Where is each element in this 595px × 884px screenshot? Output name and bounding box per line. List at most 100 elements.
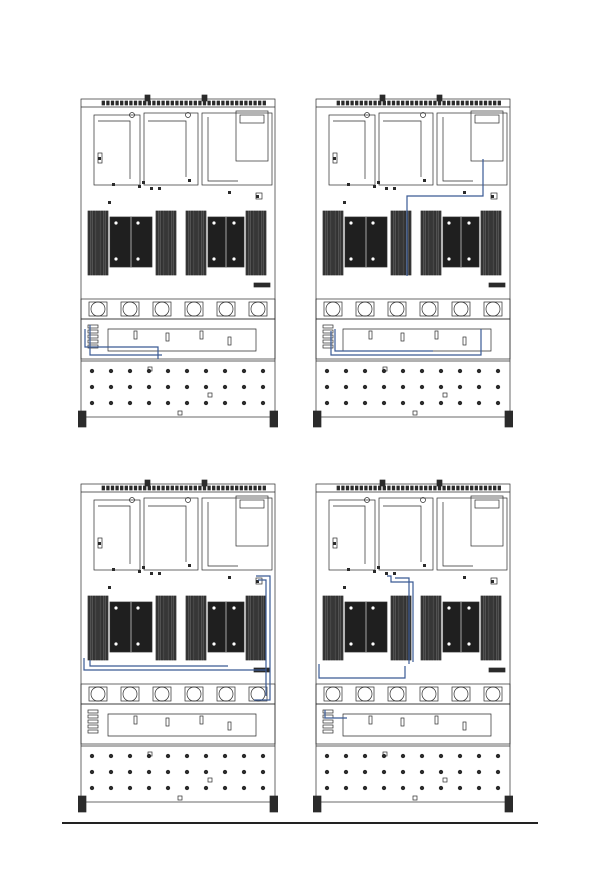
cpu-screw [136, 221, 139, 224]
backplane-post [435, 716, 438, 724]
board-chip [343, 586, 346, 589]
drive-latch [439, 369, 443, 373]
dimm-slot [429, 211, 431, 275]
dimm-bank-4 [481, 596, 501, 660]
fan-rotor [155, 302, 169, 316]
rear-latch [145, 480, 150, 486]
riser-bracket-right [208, 502, 238, 566]
drive-latch [325, 754, 329, 758]
dimm-bank-1 [323, 211, 343, 275]
dimm-slot [331, 211, 333, 275]
dimm-slot [98, 211, 100, 275]
dimm-slot [174, 211, 176, 275]
cable-line [90, 660, 228, 666]
dimm-slot [434, 596, 436, 660]
fan-rotor [187, 687, 201, 701]
drive-latch [344, 401, 348, 405]
dimm-slot [326, 211, 328, 275]
board-components [333, 157, 494, 204]
dimm-bank-2 [391, 211, 411, 275]
backplane-post [200, 331, 203, 339]
server-diagram-bottom-left [78, 478, 278, 814]
bay-marker [208, 778, 212, 782]
drive-latch [166, 369, 170, 373]
dimm-slot [339, 596, 341, 660]
dimm-slot [156, 211, 158, 275]
memory-cpu-area [323, 211, 505, 287]
drive-latch [242, 786, 246, 790]
dimm-slot [96, 596, 98, 660]
drive-latch [420, 770, 424, 774]
drive-backplane [81, 704, 275, 744]
dimm-slot [159, 211, 161, 275]
backplane-post [200, 716, 203, 724]
dimm-slot [431, 596, 433, 660]
drive-latch [204, 369, 208, 373]
chassis-outline [313, 95, 513, 427]
drive-latch [90, 754, 94, 758]
psu-latch [475, 500, 499, 508]
riser-slot-left [329, 500, 375, 570]
board-chip [98, 542, 101, 545]
cpu-screw [136, 606, 139, 609]
psu-cage [236, 496, 268, 546]
fan-rotor [422, 302, 436, 316]
dimm-slot [494, 211, 496, 275]
dimm-slot [437, 211, 439, 275]
drive-latch [166, 770, 170, 774]
cpu-screw [371, 606, 374, 609]
fan-rotor [422, 687, 436, 701]
cpu-screw [349, 257, 352, 260]
server-diagram-top-left [78, 93, 278, 429]
board-chip [491, 580, 494, 583]
dimm-slot [161, 596, 163, 660]
front-ear-right [505, 411, 513, 427]
drive-latch [420, 754, 424, 758]
dimm-bank-3 [186, 596, 206, 660]
riser-bracket-center [148, 121, 186, 177]
cpu-screw [136, 257, 139, 260]
board-chip [188, 179, 191, 182]
dimm-slot [164, 211, 166, 275]
dimm-slot [489, 596, 491, 660]
dimm-slot [431, 211, 433, 275]
fan-tray [316, 684, 510, 704]
backplane-post [369, 331, 372, 339]
sata-connector [323, 730, 333, 733]
dimm-slot [407, 596, 409, 660]
dimm-slot [189, 596, 191, 660]
dimm-slot [256, 596, 258, 660]
rear-latch [202, 480, 207, 486]
riser-bracket-left [98, 121, 130, 179]
dimm-slot [251, 596, 253, 660]
server-diagram-bottom-right [313, 478, 513, 814]
riser-bracket-center [383, 121, 421, 177]
fan-rotor [155, 687, 169, 701]
board-components [98, 157, 259, 204]
fan-frame [452, 302, 470, 316]
psu-latch [240, 115, 264, 123]
riser-bracket-left [98, 506, 130, 564]
dimm-slot [98, 596, 100, 660]
dimm-slot [196, 596, 198, 660]
dimm-slot [339, 211, 341, 275]
drive-latch [363, 754, 367, 758]
dimm-slot [166, 211, 168, 275]
board-chip [108, 201, 111, 204]
backplane-board [343, 329, 491, 351]
drive-latch [242, 369, 246, 373]
drive-latch [477, 401, 481, 405]
cpu-screw [232, 221, 235, 224]
drive-latch [401, 369, 405, 373]
board-chip [423, 179, 426, 182]
drive-latch [147, 786, 151, 790]
drive-latch [420, 385, 424, 389]
riser-bracket-right [443, 117, 473, 181]
cpu-screw [371, 642, 374, 645]
drive-latch [439, 754, 443, 758]
cpu-screw [447, 642, 450, 645]
fan-rotor [187, 302, 201, 316]
drive-latch [166, 385, 170, 389]
drive-latch [147, 385, 151, 389]
drive-latch [477, 770, 481, 774]
